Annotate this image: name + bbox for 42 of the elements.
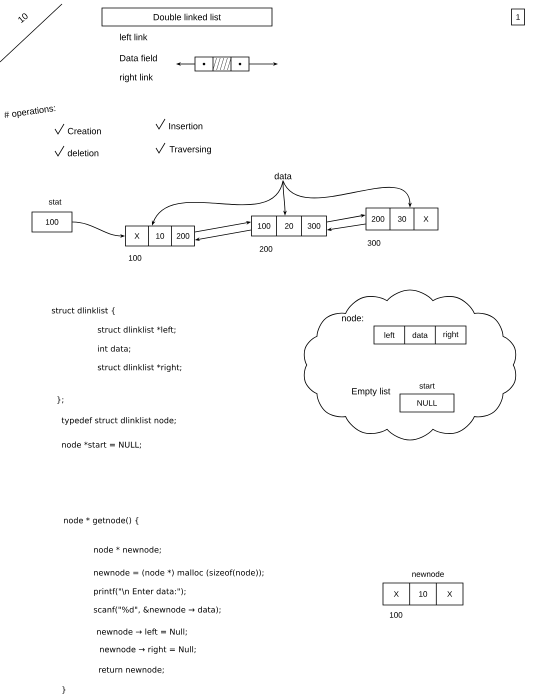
handwritten-note: right link (120, 74, 153, 82)
code-line: newnode → right = Null; (100, 646, 196, 654)
page-number-box: 1 (511, 8, 525, 26)
list-node: X 10 200 (125, 226, 195, 246)
list-node: 100 20 300 (251, 216, 327, 236)
code-line: node *start = NULL; (62, 442, 141, 448)
handwritten-note: deletion (68, 150, 98, 156)
code-line: return newnode; (99, 666, 164, 674)
code-line: scanf("%d", &newnode → data); (94, 606, 220, 614)
code-line: newnode → left = Null; (97, 628, 187, 636)
code-line: node * newnode; (94, 546, 161, 554)
node-caption: 300 (368, 240, 380, 246)
code-line: }; (57, 396, 64, 404)
node-structure-box: X 10 X (382, 582, 464, 606)
code-line: int data; (98, 346, 130, 352)
handwritten-note: Data field (120, 54, 157, 62)
node-caption: 100 (390, 612, 402, 618)
node-caption: newnode (412, 571, 444, 577)
data-label: data (274, 172, 292, 180)
code-line: struct dlinklist { (52, 307, 115, 315)
node-caption: 100 (128, 255, 142, 261)
title-box: Double linked list (102, 8, 272, 26)
handwritten-note: Traversing (170, 146, 211, 154)
pointer-box: NULL (400, 394, 454, 412)
code-line: typedef struct dlinklist node; (62, 417, 176, 425)
code-line: printf("\n Enter data:"); (94, 588, 186, 596)
code-line: } (62, 686, 66, 694)
handwritten-note: 10 (18, 13, 28, 24)
code-line: struct dlinklist *right; (98, 364, 182, 372)
node-caption: 200 (260, 246, 272, 252)
node-drawing (194, 56, 250, 72)
handwritten-note: Creation (68, 128, 101, 134)
code-line: struct dlinklist *left; (98, 326, 176, 334)
node-caption: start (419, 383, 435, 389)
handwritten-note: # operations: (4, 106, 56, 118)
node-caption: stat (48, 199, 62, 205)
code-line: node * getnode() { (64, 517, 138, 525)
code-line: newnode = (node *) malloc (sizeof(node)); (94, 569, 264, 577)
pointer-box: 100 (32, 212, 72, 232)
list-node: 200 30 X (366, 208, 438, 230)
node-structure-box: left data right (374, 326, 466, 344)
handwritten-note: Insertion (169, 122, 202, 130)
